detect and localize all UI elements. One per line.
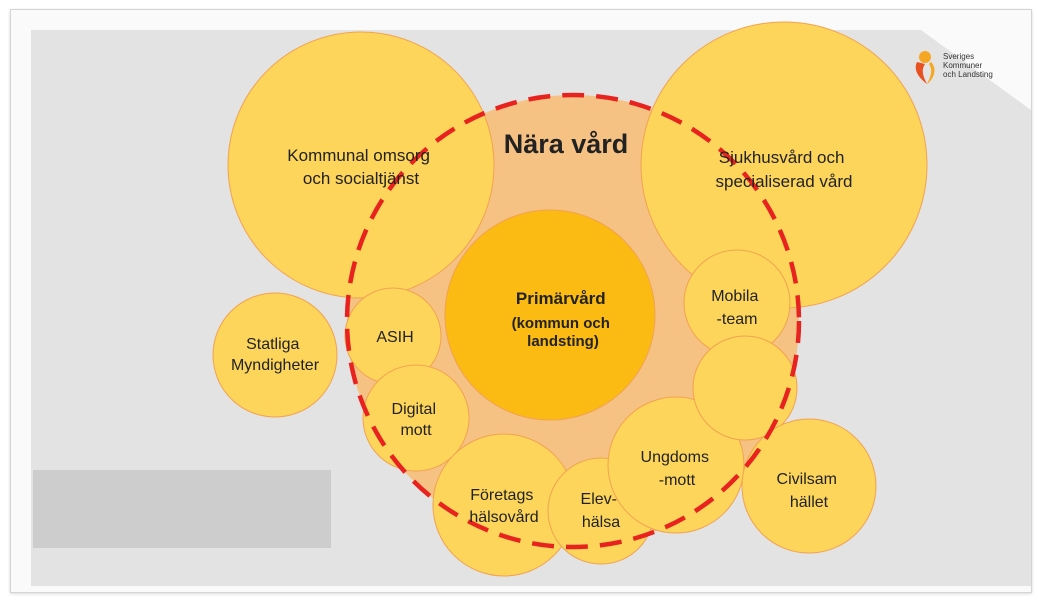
label-civilsam: Civilsam hället <box>777 471 842 511</box>
skl-logo-icon <box>915 51 935 84</box>
circle-digital <box>362 364 470 472</box>
circle-statliga <box>212 292 338 418</box>
circle-primarvard <box>444 209 656 421</box>
label-elev: Elev- hälsa <box>581 491 622 531</box>
skl-logo: Sveriges Kommuner och Landsting <box>911 48 1011 88</box>
label-asih: ASIH <box>376 329 413 346</box>
label-ungdoms: Ungdoms -mott <box>641 449 714 489</box>
grey-placeholder-box <box>33 470 331 548</box>
circle-civilsam <box>741 418 877 554</box>
label-kommunal: Kommunal omsorg och socialtjänst <box>287 146 434 188</box>
label-digital: Digital mott <box>392 401 441 439</box>
skl-logo-text: Sveriges Kommuner och Landsting <box>943 52 993 79</box>
label-primarvard: Primärvård (kommun och landsting) <box>512 289 615 350</box>
near-care-dashed-ring <box>344 92 802 550</box>
label-statliga: Statliga Myndigheter <box>231 336 320 374</box>
circle-unlabeled <box>692 335 798 441</box>
label-foretags: Företags hälsovård <box>469 487 538 526</box>
diagram-title: Nära vård <box>504 129 629 159</box>
circle-kommunal <box>227 31 495 299</box>
label-sjukhus: Sjukhusvård och specialiserad vård <box>715 148 852 191</box>
label-mobila: Mobila -team <box>711 288 763 328</box>
